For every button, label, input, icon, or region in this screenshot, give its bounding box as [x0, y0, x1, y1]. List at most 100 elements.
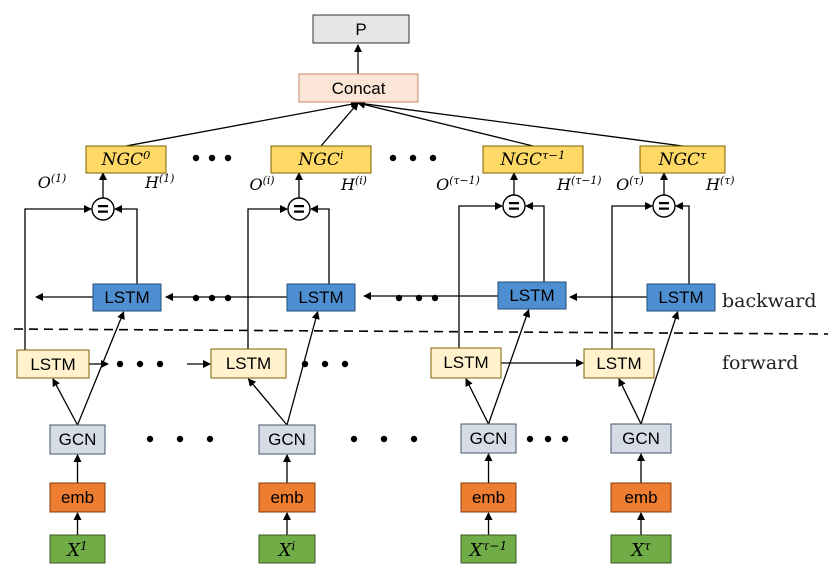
ellipsis-dot [350, 435, 358, 443]
x-input-box [49, 534, 106, 564]
lstm-backward-box [92, 283, 162, 312]
equal-sign: = [508, 196, 520, 218]
ellipsis-dot [208, 154, 216, 162]
lstm-backward-label: LSTM [658, 288, 703, 307]
o-label: O(1) [38, 172, 67, 192]
concat-box [298, 73, 419, 103]
ellipsis-dot [176, 435, 184, 443]
connector-lines [24, 44, 690, 535]
equal-node [91, 197, 115, 221]
connector-arrow [357, 100, 534, 147]
connector-arrow [76, 311, 125, 426]
ellipsis-dot [395, 294, 403, 302]
ellipsis-dots [116, 154, 569, 443]
gcn-box [49, 424, 106, 455]
h-label: H(i) [340, 174, 367, 194]
gcn-box [610, 423, 672, 454]
ellipsis-dot [301, 360, 309, 368]
ellipsis-dot [206, 435, 214, 443]
x-label: X1 [65, 539, 88, 561]
ellipsis-dot [561, 435, 569, 443]
connector-arrow [52, 378, 79, 426]
connector-arrow [320, 102, 359, 147]
gcn-label: GCN [59, 430, 97, 449]
connector-arrow [465, 378, 490, 425]
lstm-forward-label: LSTM [30, 355, 75, 374]
lstm-forward-label: LSTM [226, 354, 271, 373]
emb-label: emb [270, 488, 303, 507]
ellipsis-dot [146, 435, 154, 443]
o-label: O(τ−1) [436, 174, 480, 194]
ngc-box [85, 145, 167, 174]
x-input-box [610, 534, 672, 564]
ellipsis-dot [526, 435, 534, 443]
o-label: O(i) [249, 174, 274, 194]
ellipsis-dot [410, 435, 418, 443]
forward-label: forward [722, 352, 798, 374]
ellipsis-dot [431, 294, 439, 302]
ellipsis-dot [136, 360, 144, 368]
lstm-forward-label: LSTM [596, 354, 641, 373]
h-label: H(τ) [705, 174, 734, 194]
lstm-backward-box [286, 283, 356, 312]
x-label: Xi [277, 539, 296, 561]
lstm-forward-box [430, 347, 502, 379]
ellipsis-dot [224, 154, 232, 162]
equal-sign: = [293, 199, 305, 221]
ellipsis-dot [380, 435, 388, 443]
p-box [312, 14, 410, 44]
gcn-label: GCN [470, 429, 508, 448]
connector-path [247, 205, 288, 349]
ellipsis-dot [224, 294, 232, 302]
ngc-box [639, 145, 726, 174]
h-label: H(1) [144, 172, 174, 192]
equal-sign: = [658, 196, 670, 218]
lstm-forward-box [210, 348, 287, 379]
connector-path [525, 202, 545, 282]
p-node: P [312, 14, 410, 44]
concat-label: Concat [332, 79, 386, 98]
emb-box [49, 482, 106, 513]
emb-box [460, 482, 517, 513]
h-label: H(τ−1) [556, 174, 602, 194]
ellipsis-dot [409, 154, 417, 162]
gcn-box [258, 424, 316, 455]
ellipsis-dot [192, 154, 200, 162]
equal-node [287, 197, 311, 221]
ngc-label: NGCi [297, 148, 343, 170]
ellipsis-dot [156, 360, 164, 368]
gcn-box [460, 423, 517, 454]
x-label: Xτ [629, 539, 651, 561]
lstm-backward-label: LSTM [104, 288, 149, 307]
equal-node [652, 194, 676, 218]
lstm-backward-box [497, 281, 567, 310]
ellipsis-dot [321, 360, 329, 368]
lstm-backward-label: LSTM [509, 286, 554, 305]
equal-node [502, 194, 526, 218]
ngc-label: NGCτ [658, 148, 707, 170]
backward-label: backward [722, 290, 816, 312]
lstm-backward-box [646, 283, 716, 312]
p-label: P [355, 20, 366, 39]
ellipsis-dot [208, 294, 216, 302]
ellipsis-dot [389, 154, 397, 162]
ellipsis-dot [192, 294, 200, 302]
gcn-label: GCN [622, 429, 660, 448]
ngc-box [270, 145, 372, 174]
connector-path [310, 205, 330, 284]
equal-sign: = [97, 199, 109, 221]
ngc-label: NGC0 [101, 148, 151, 170]
connector-arrow [487, 309, 531, 425]
lstm-forward-box [583, 348, 655, 379]
ellipsis-dot [116, 360, 124, 368]
x-input-box [258, 534, 316, 564]
connector-arrow [357, 99, 683, 147]
emb-label: emb [472, 488, 505, 507]
x-input-box [460, 534, 517, 564]
emb-label: emb [61, 488, 94, 507]
